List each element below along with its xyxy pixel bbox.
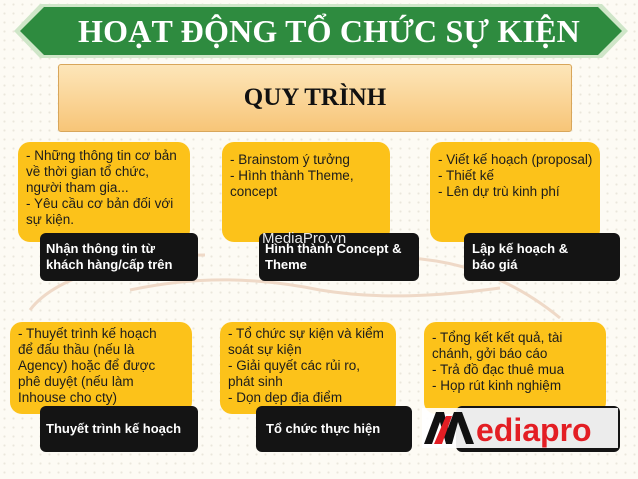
step-5-detail-line: soát sự kiện bbox=[228, 342, 302, 357]
step-1-label: Nhận thông tin từ khách hàng/cấp trên bbox=[40, 233, 198, 281]
step-3-detail-line: - Lên dự trù kinh phí bbox=[438, 184, 560, 199]
step-1-label-line: khách hàng/cấp trên bbox=[46, 257, 173, 272]
step-1-detail-line: - Những thông tin cơ bản bbox=[26, 148, 177, 163]
step-2-detail-line: - Brainstom ý tưởng bbox=[230, 152, 350, 167]
page-title: HOẠT ĐỘNG TỔ CHỨC SỰ KIỆN bbox=[78, 12, 580, 49]
logo-text: ediapro bbox=[476, 412, 592, 448]
section-subtitle: QUY TRÌNH bbox=[58, 64, 572, 132]
step-2-label: Hình thành Concept & Theme bbox=[259, 233, 419, 281]
step-3-label-line: báo giá bbox=[472, 257, 518, 272]
step-5-details-card: - Tổ chức sự kiện và kiểm soát sự kiện -… bbox=[220, 322, 396, 414]
step-1-detail-line: sự kiện. bbox=[26, 212, 75, 227]
step-4-label: Thuyết trình kế hoạch bbox=[40, 406, 198, 452]
step-1-detail-line: người tham gia... bbox=[26, 180, 129, 195]
step-6-detail-line: - Trả đồ đạc thuê mua bbox=[432, 362, 565, 377]
step-4-detail-line: để đấu thầu (nếu là bbox=[18, 342, 135, 357]
step-4-detail-line: phê duyệt (nếu làm bbox=[18, 374, 134, 389]
title-banner bbox=[14, 4, 628, 58]
step-4-detail-line: - Thuyết trình kế hoạch bbox=[18, 326, 157, 341]
step-1-detail-line: - Yêu cầu cơ bản đối với bbox=[26, 196, 174, 211]
step-5-detail-line: phát sinh bbox=[228, 374, 283, 389]
step-4-detail-line: Agency) hoặc để được bbox=[18, 358, 156, 373]
step-3-label: Lập kế hoạch & báo giá bbox=[464, 233, 620, 281]
step-3-details-card: - Viết kế hoạch (proposal) - Thiết kế - … bbox=[430, 142, 600, 242]
step-2-label-line: Hình thành Concept & bbox=[265, 241, 402, 256]
step-2-detail-line: concept bbox=[230, 184, 278, 199]
step-2-label-line: Theme bbox=[265, 257, 307, 272]
mediapro-logo: ediapro bbox=[422, 408, 618, 448]
step-4-detail-line: Inhouse cho cty) bbox=[18, 390, 118, 405]
step-2-detail-line: - Hình thành Theme, bbox=[230, 168, 354, 183]
step-5-label: Tổ chức thực hiện bbox=[256, 406, 412, 452]
step-6-detail-line: - Họp rút kinh nghiệm bbox=[432, 378, 562, 393]
step-5-detail-line: - Giải quyết các rủi ro, bbox=[228, 358, 361, 373]
step-4-label-line: Thuyết trình kế hoạch bbox=[46, 421, 182, 436]
step-3-detail-line: - Thiết kế bbox=[438, 168, 495, 183]
step-6-detail-line: - Tổng kết kết quả, tài bbox=[432, 330, 563, 345]
step-3-label-line: Lập kế hoạch & bbox=[472, 241, 569, 256]
step-5-label-line: Tổ chức thực hiện bbox=[266, 421, 381, 436]
watermark-text: MediaPro.vn bbox=[262, 230, 347, 247]
step-2-details-card: - Brainstom ý tưởng - Hình thành Theme, … bbox=[222, 142, 390, 242]
step-4-details-card: - Thuyết trình kế hoạch để đấu thầu (nếu… bbox=[10, 322, 192, 414]
step-1-detail-line: về thời gian tổ chức, bbox=[26, 164, 149, 179]
step-1-details-card: - Những thông tin cơ bản về thời gian tổ… bbox=[18, 142, 190, 242]
step-5-detail-line: - Dọn dẹp địa điểm bbox=[228, 390, 343, 405]
step-5-detail-line: - Tổ chức sự kiện và kiểm bbox=[228, 326, 384, 341]
step-6-detail-line: chánh, gởi báo cáo bbox=[432, 346, 548, 361]
step-6-details-card: - Tổng kết kết quả, tài chánh, gởi báo c… bbox=[424, 322, 606, 414]
step-3-detail-line: - Viết kế hoạch (proposal) bbox=[438, 152, 593, 167]
step-1-label-line: Nhận thông tin từ bbox=[46, 241, 156, 256]
